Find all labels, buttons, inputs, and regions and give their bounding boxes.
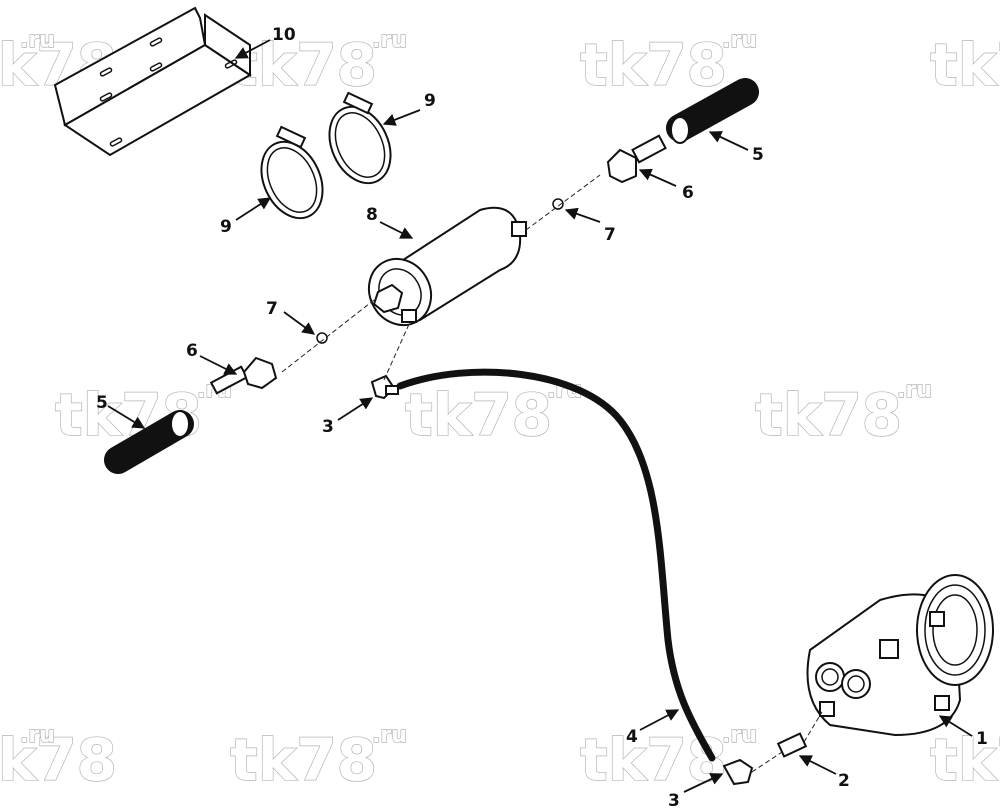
svg-text:tk78: tk78 [580,726,727,794]
svg-text:.ru: .ru [722,28,757,53]
alignment-lines [281,174,823,773]
watermark: tk78 .ru [404,377,582,449]
mounting-bracket [53,6,252,157]
callout-7: 7 [266,299,278,319]
callout-10: 10 [272,25,296,45]
callout-7: 7 [604,225,616,245]
svg-text:.ru: .ru [897,378,932,403]
svg-text:tk78: tk78 [230,31,377,99]
hose-clamp-right [328,91,392,185]
watermark: tk78 .ru [229,27,407,99]
callout-labels: 10 9 9 8 7 7 6 6 5 5 3 3 4 2 1 [96,25,988,810]
hose-left [104,410,194,474]
watermark: tk78 .ru [0,722,118,794]
o-ring-right [552,198,564,210]
watermark: tk78 .ru [229,722,407,794]
callout-arrows [107,39,973,793]
svg-text:.ru: .ru [722,723,757,748]
svg-text:.ru: .ru [20,723,55,748]
watermark: tk78 [929,725,1000,794]
svg-text:.ru: .ru [372,723,407,748]
watermark: tk78 [929,30,1000,99]
fitting-left [209,356,278,395]
ac-compressor [806,574,994,737]
hose-right [666,78,759,144]
svg-text:tk78: tk78 [230,726,377,794]
o-ring-left [316,332,328,344]
callout-3: 3 [668,791,680,810]
svg-text:tk78: tk78 [405,381,552,449]
callout-5: 5 [752,145,764,165]
svg-text:tk78: tk78 [930,726,1000,794]
callout-6: 6 [186,341,198,361]
callout-6: 6 [682,183,694,203]
receiver-drier [367,206,527,327]
callout-5: 5 [96,393,108,413]
callout-9: 9 [424,91,436,111]
callout-3: 3 [322,417,334,437]
watermark: tk78 .ru [579,722,757,794]
svg-text:tk78: tk78 [0,726,117,794]
callout-4: 4 [626,727,638,747]
elbow-fitting-upper [370,374,399,400]
watermark: tk78 .ru [579,27,757,99]
connector-fitting [776,732,808,758]
svg-text:tk78: tk78 [930,31,1000,99]
svg-text:tk78: tk78 [580,31,727,99]
callout-8: 8 [366,205,378,225]
watermark-layer: tk78 .ru tk78 .ru tk78 .ru tk78 tk78 .ru… [0,27,1000,794]
callout-1: 1 [976,729,988,749]
svg-text:.ru: .ru [20,28,55,53]
svg-text:.ru: .ru [372,28,407,53]
watermark: tk78 .ru [754,377,932,449]
hose-clamp-left [260,125,324,220]
refrigerant-hose [396,368,716,762]
svg-text:tk78: tk78 [755,381,902,449]
callout-9: 9 [220,217,232,237]
fitting-right [606,134,667,184]
elbow-fitting-lower [722,758,754,786]
callout-2: 2 [838,771,850,791]
